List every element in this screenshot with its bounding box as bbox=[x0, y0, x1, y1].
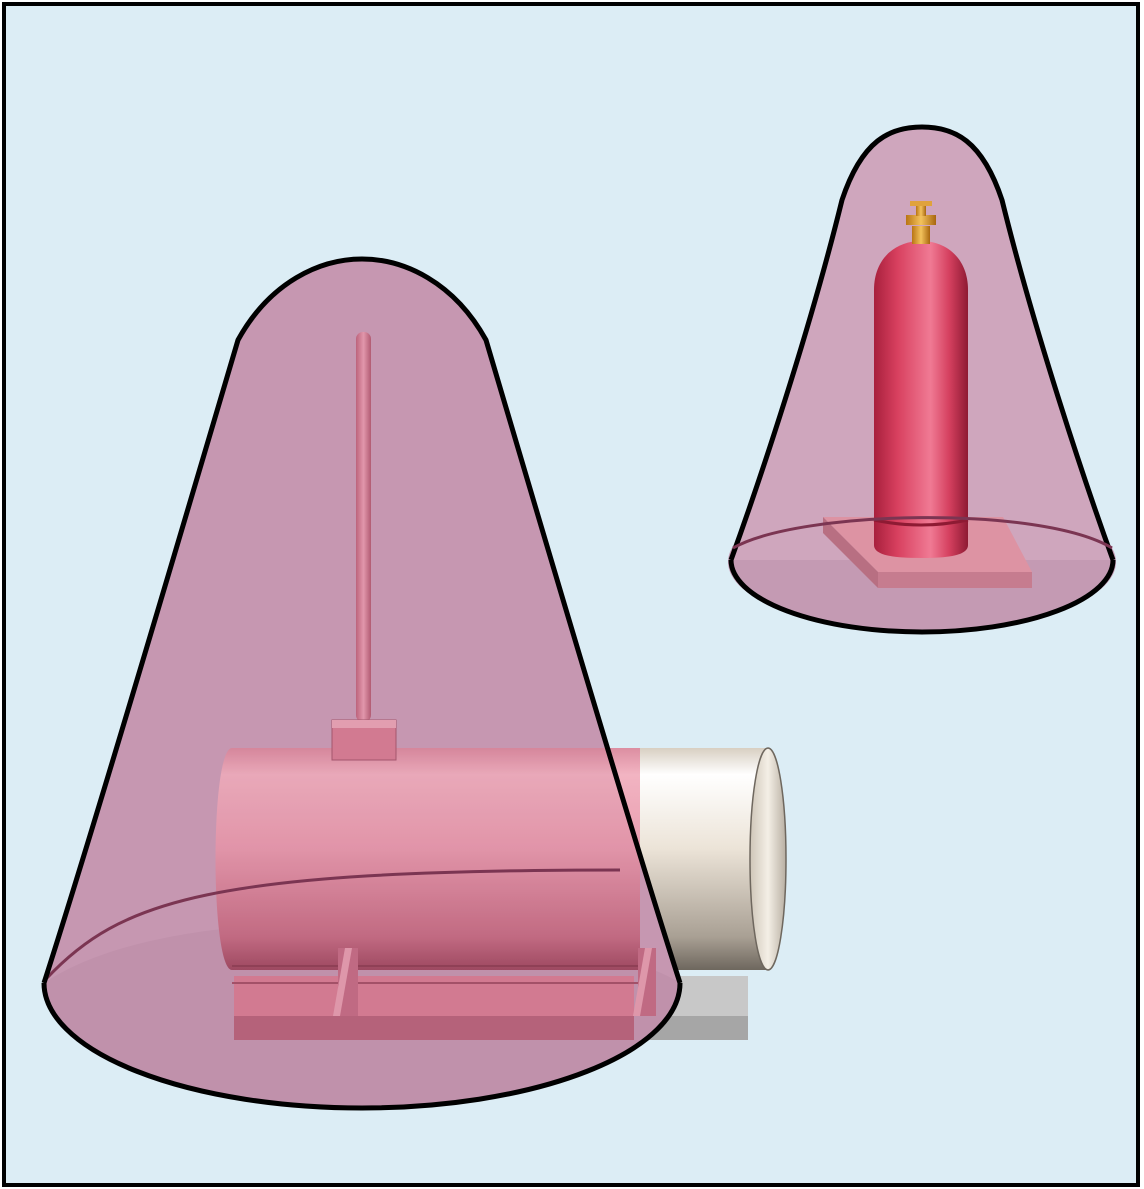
cylinder-pad-front bbox=[878, 572, 1032, 588]
tank-end-cap bbox=[750, 748, 786, 970]
gas-cylinder bbox=[874, 241, 968, 558]
